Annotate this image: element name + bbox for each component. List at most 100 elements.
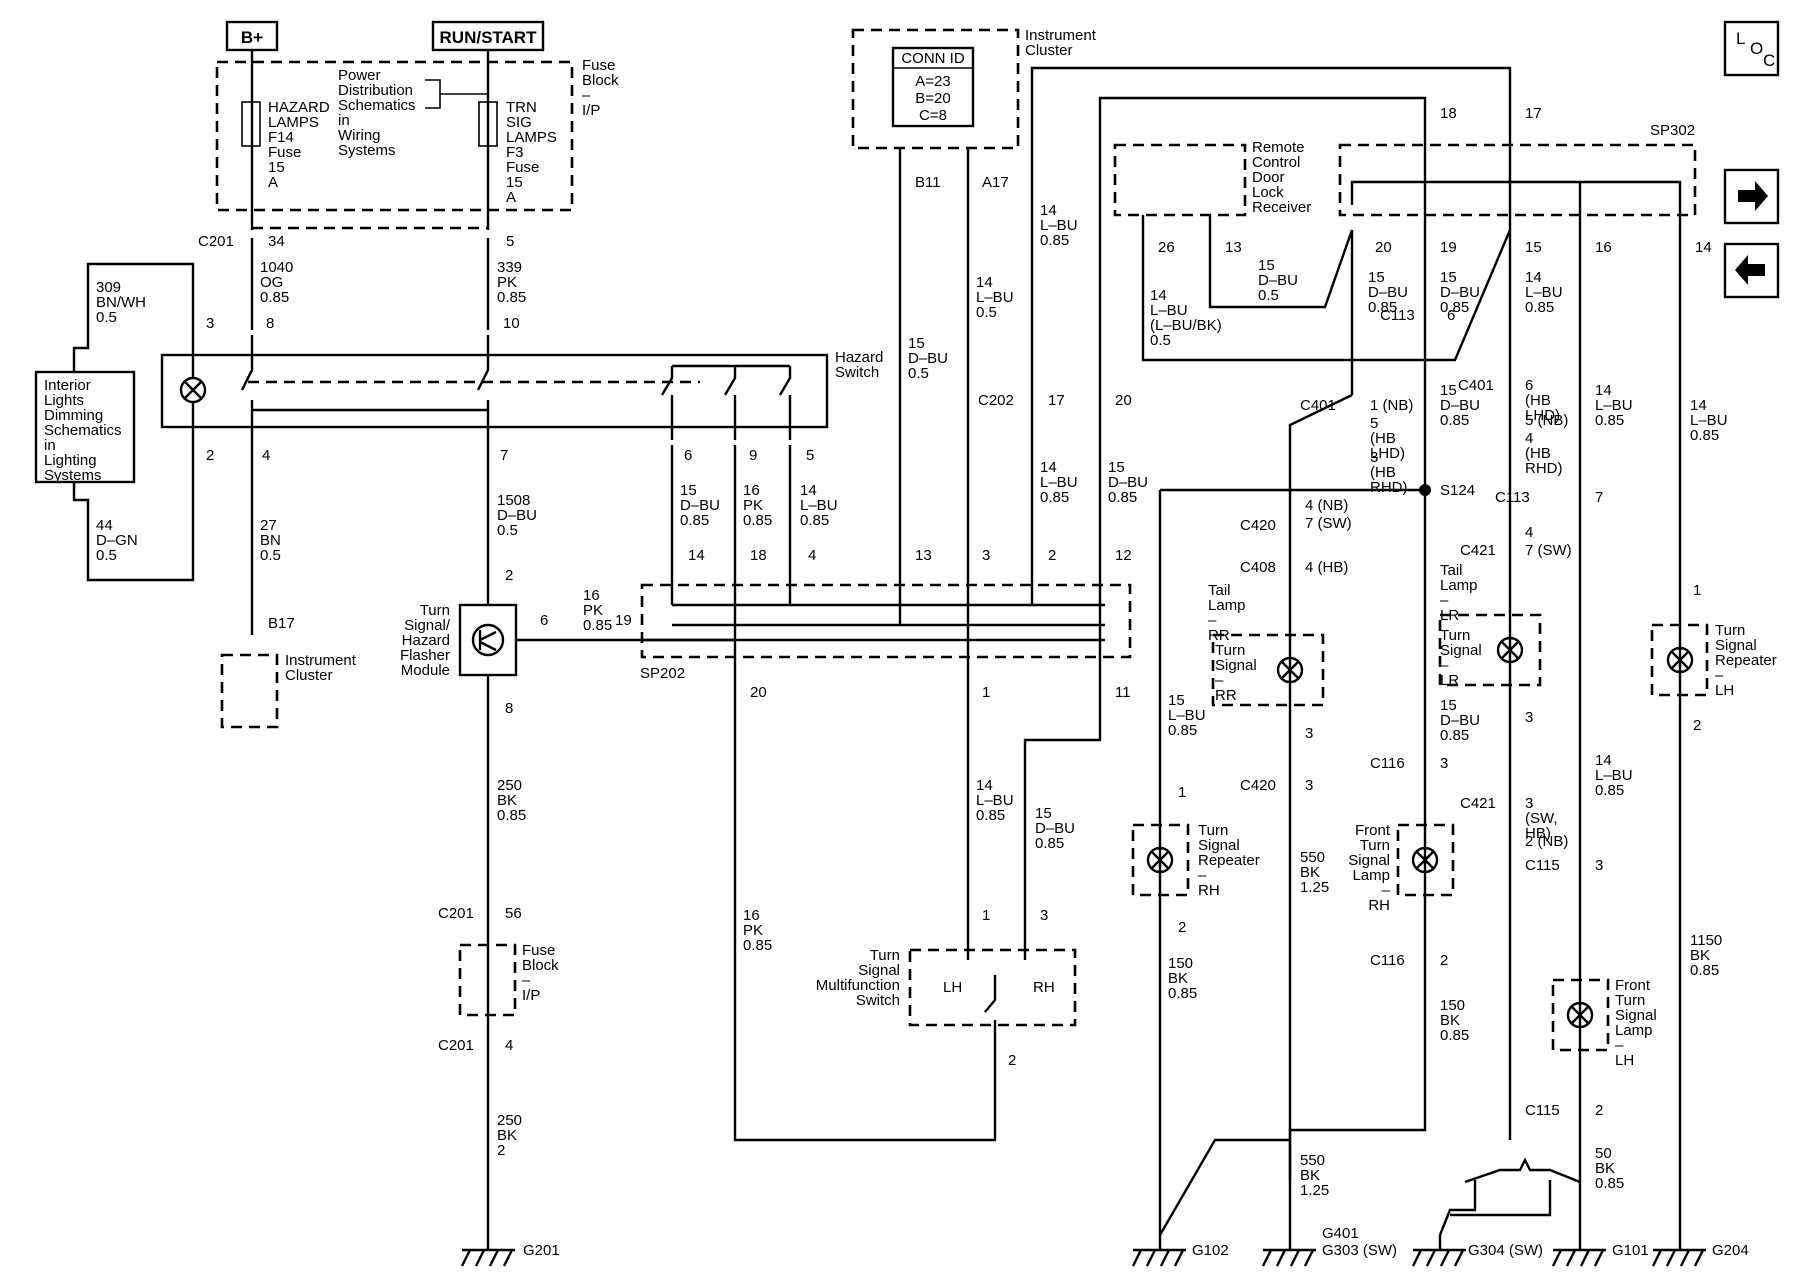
c113-pin-7: 7: [1595, 489, 1603, 506]
mf-contacts: [966, 930, 1027, 1040]
repeater-lh-bulb-x: [1671, 651, 1689, 669]
ic-pin-a17: A17: [982, 174, 1009, 191]
c116-b-label: C116: [1370, 952, 1405, 969]
bplus-label: B+: [241, 28, 263, 47]
c421-pin-2nb: 2 (NB): [1525, 833, 1568, 850]
hazard-fuse-element: [241, 101, 261, 147]
wire-309-line: [72, 262, 195, 372]
prev-arrow-icon[interactable]: [1723, 242, 1780, 299]
sp3-pin-20: 20: [1375, 239, 1392, 256]
next-arrow-icon[interactable]: [1723, 168, 1780, 225]
ic-pin-b11: B11: [915, 174, 941, 191]
hazard-switch-box: [160, 353, 829, 429]
s124-label: S124: [1440, 482, 1475, 499]
fuse-block-bottom-box: [458, 943, 517, 1017]
sp-pin-13: 13: [915, 547, 932, 564]
g304-bracket: [1438, 1157, 1581, 1236]
c421-pin-7sw: 7 (SW): [1525, 542, 1572, 559]
c201-top-label: C201: [198, 233, 234, 250]
g102-label: G102: [1192, 1242, 1229, 1259]
conn-id-title: CONN ID: [901, 50, 965, 67]
c420-b-label: C420: [1240, 777, 1276, 794]
tail-lamp-rr-box: [1211, 633, 1325, 707]
c420-pin-nb: 4 (NB): [1305, 497, 1348, 514]
sp-pin-2: 2: [1048, 547, 1056, 564]
tail-lr-bulb-x: [1501, 641, 1519, 659]
rc-pin-13: 13: [1225, 239, 1242, 256]
wire-15dbu-11-line: [1023, 690, 1102, 930]
runstart-label: RUN/START: [440, 28, 538, 47]
wire-150-a-ground: [1158, 1138, 1290, 1236]
sp-pin-1: 1: [982, 684, 990, 701]
g204-ground-icon: [1651, 1248, 1706, 1267]
sp202-label: SP202: [640, 665, 685, 682]
prev-arrow-shape: [1735, 255, 1765, 285]
fl-pin-19: 19: [615, 612, 632, 629]
power-dist-bracket: [425, 79, 488, 109]
c116-pin-3: 3: [1440, 755, 1448, 772]
c401-right-label: C401: [1458, 377, 1494, 394]
ic-top-box: [851, 28, 1020, 150]
mf-rh: RH: [1033, 979, 1055, 996]
c202-pin-17: 17: [1048, 392, 1065, 409]
ic-pin-17: 17: [1525, 105, 1542, 122]
c202-label: C202: [978, 392, 1014, 409]
hs-contacts-right: [660, 364, 792, 396]
hs-pin-4: 4: [262, 447, 270, 464]
front-lh-bulb-icon: [1566, 1001, 1594, 1029]
rep-lh-pin-1: 1: [1693, 582, 1701, 599]
tllr-pin-3: 3: [1525, 709, 1533, 726]
hs-pin-5: 5: [806, 447, 814, 464]
g102-ground-icon: [1131, 1248, 1186, 1267]
c421-pin-4: 4: [1525, 524, 1533, 541]
c421-a-label: C421: [1460, 542, 1496, 559]
wire-14lbu-26-line: [1141, 215, 1512, 362]
wire-sp3-20-line: [1288, 230, 1354, 490]
c201-pin-5: 5: [506, 233, 514, 250]
c113-b-label: C113: [1495, 489, 1530, 506]
c113-a-label: C113: [1380, 307, 1415, 324]
front-lh-bulb-x: [1571, 1006, 1589, 1024]
rep-rh-pin-1: 1: [1178, 784, 1186, 801]
pin-b17: B17: [268, 615, 295, 632]
c420-a-label: C420: [1240, 517, 1276, 534]
c201-pin-34: 34: [268, 233, 285, 250]
repeater-rh-box: [1131, 823, 1190, 897]
hs-pin-9: 9: [749, 447, 757, 464]
front-rh-box: [1396, 823, 1455, 897]
g304-label: G304 (SW): [1468, 1242, 1543, 1259]
c115-pin-3: 3: [1595, 857, 1603, 874]
sp-pin-11: 11: [1115, 684, 1131, 701]
sp302-bus: [1350, 120, 1682, 230]
front-lh-box: [1551, 978, 1610, 1052]
repeater-rh-bulb-icon: [1146, 846, 1174, 874]
multifunction-switch-box: [908, 948, 1077, 1027]
c115-a-label: C115: [1525, 857, 1560, 874]
